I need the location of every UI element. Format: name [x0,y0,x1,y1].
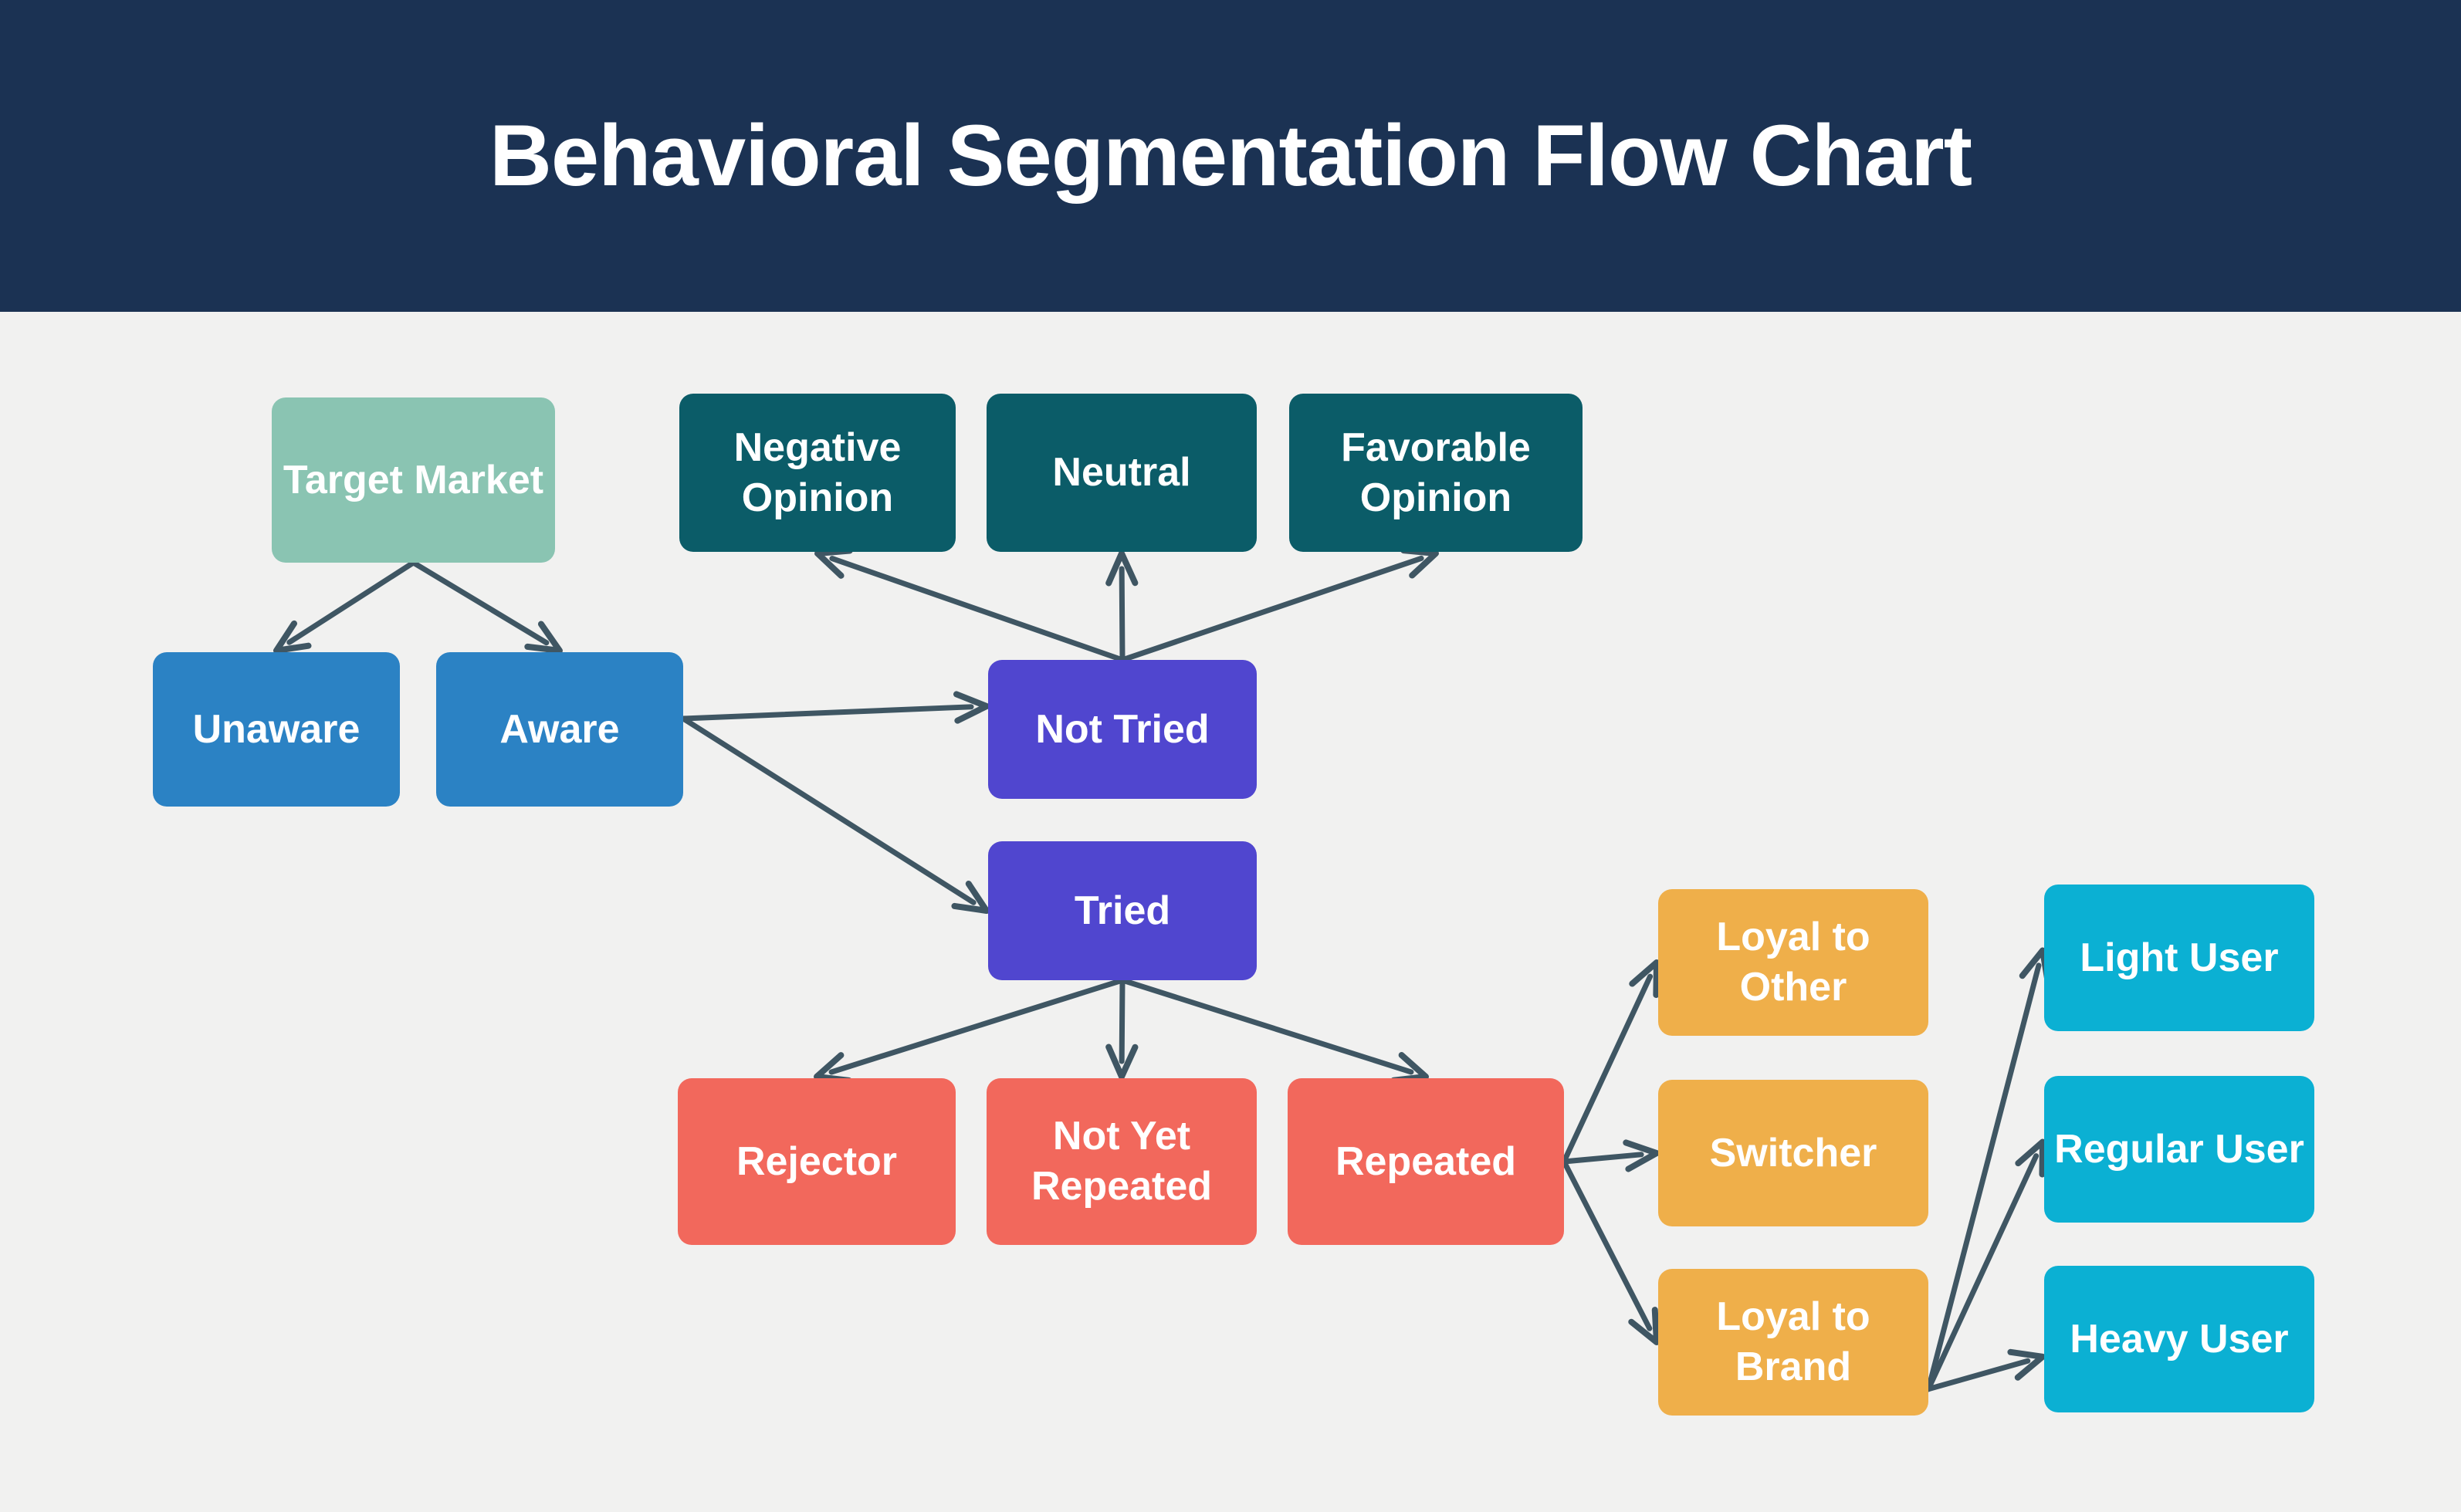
edge-aware-to-tried [680,715,990,914]
node-tried[interactable]: Tried [988,841,1257,980]
node-rejector[interactable]: Rejector [678,1078,956,1245]
edge-not-tried-to-neutral [1105,550,1139,663]
node-switcher[interactable]: Switcher [1658,1080,1928,1226]
node-label-favorable-opinion: Favorable Opinion [1341,425,1531,520]
edge-loyal-to-brand-to-heavy-user [1925,1348,2046,1392]
node-not-yet-repeated[interactable]: Not Yet Repeated [987,1078,1257,1245]
node-label-switcher: Switcher [1709,1130,1877,1175]
node-favorable-opinion[interactable]: Favorable Opinion [1289,394,1583,552]
node-loyal-to-brand[interactable]: Loyal to Brand [1658,1269,1928,1416]
node-loyal-to-other[interactable]: Loyal to Other [1658,889,1928,1036]
node-label-rejector: Rejector [736,1138,898,1184]
node-unaware[interactable]: Unaware [153,652,400,807]
node-label-regular-user: Regular User [2054,1126,2304,1172]
edge-loyal-to-brand-to-regular-user [1925,1138,2046,1392]
node-label-tried: Tried [1074,888,1171,933]
node-label-unaware: Unaware [192,706,361,752]
node-label-not-tried: Not Tried [1035,706,1210,752]
node-regular-user[interactable]: Regular User [2044,1076,2314,1223]
node-label-light-user: Light User [2080,935,2279,980]
edge-repeated-to-loyal-to-other [1561,959,1660,1165]
edge-repeated-to-loyal-to-brand [1561,1159,1660,1345]
edge-repeated-to-switcher [1561,1139,1660,1172]
node-light-user[interactable]: Light User [2044,885,2314,1031]
node-label-repeated: Repeated [1335,1138,1517,1184]
node-label-target-market: Target Market [283,457,544,502]
node-neutral[interactable]: Neutral [987,394,1257,552]
node-label-negative-opinion: Negative Opinion [733,425,902,520]
node-repeated[interactable]: Repeated [1288,1078,1564,1245]
node-label-heavy-user: Heavy User [2070,1316,2289,1361]
edge-target-market-to-unaware [273,560,416,654]
node-negative-opinion[interactable]: Negative Opinion [679,394,956,552]
node-label-loyal-to-brand: Loyal to Brand [1716,1294,1870,1389]
page-header: Behavioral Segmentation Flow Chart [0,0,2461,312]
node-label-aware: Aware [499,706,620,752]
node-target-market[interactable]: Target Market [272,397,555,563]
edge-target-market-to-aware [411,560,563,654]
edge-aware-to-not-tried [680,691,990,724]
page-title: Behavioral Segmentation Flow Chart [489,107,1972,205]
node-not-tried[interactable]: Not Tried [988,660,1257,799]
node-label-neutral: Neutral [1052,450,1191,495]
edge-tried-to-repeated [1119,977,1429,1084]
edge-tried-to-rejector [814,977,1126,1084]
edge-loyal-to-brand-to-light-user [1925,947,2051,1392]
edge-tried-to-not-yet-repeated [1105,977,1139,1080]
node-aware[interactable]: Aware [436,652,683,807]
node-label-not-yet-repeated: Not Yet Repeated [1031,1114,1213,1209]
edge-not-tried-to-favorable-opinion [1119,547,1439,663]
node-label-loyal-to-other: Loyal to Other [1716,915,1870,1010]
node-heavy-user[interactable]: Heavy User [2044,1266,2314,1412]
edge-not-tried-to-negative-opinion [814,547,1126,663]
